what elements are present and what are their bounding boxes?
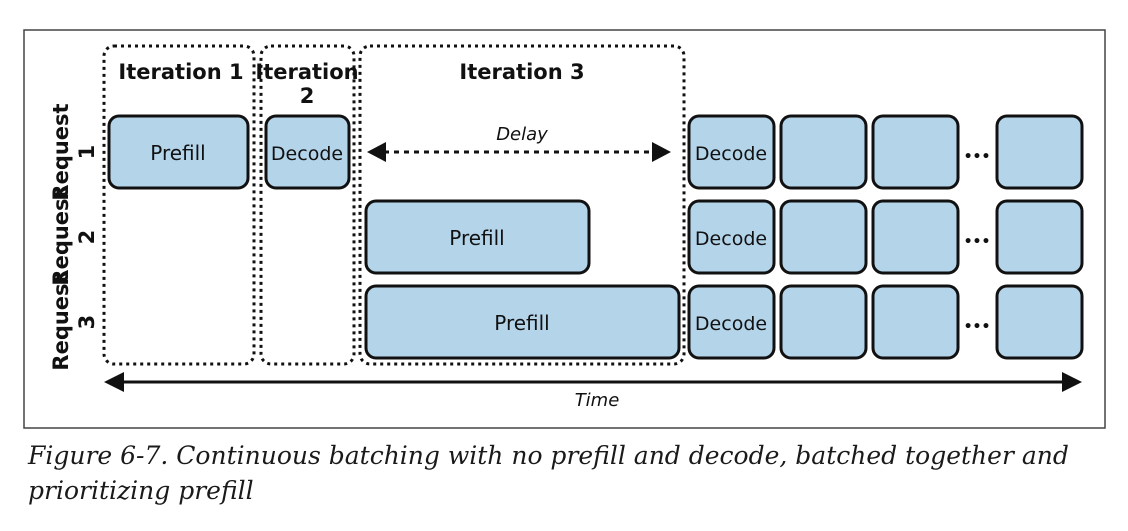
row3-decode-step-1-label: Decode (695, 313, 767, 335)
row3-decode-step-last (995, 284, 1084, 360)
row1-ellipsis: ••• (964, 149, 991, 165)
request-1-label-line1: Request (49, 103, 73, 200)
continuous-batching-diagram: Iteration 1 Iteration 2 Iteration 3 Requ… (23, 29, 1106, 429)
iteration-2-box (259, 44, 356, 366)
row1-decode-block (264, 114, 351, 190)
row1-decode-step-last (995, 114, 1084, 190)
row2-decode-step-1 (687, 199, 776, 275)
row1-decode-step-1-label: Decode (695, 143, 767, 165)
row1-decode-step-1 (687, 114, 776, 190)
iteration-2-label-line1: Iteration (255, 60, 358, 84)
request-3-label-line2: 3 (75, 315, 99, 330)
request-2-label-line2: 2 (75, 230, 99, 245)
row-label-request-3: Request 3 (49, 273, 99, 370)
row3-decode-step-2 (779, 284, 868, 360)
row-label-request-1: Request 1 (49, 103, 99, 200)
row-label-request-2: Request 2 (49, 188, 99, 285)
row3-prefill-block (364, 284, 681, 360)
row3-ellipsis: ••• (964, 319, 991, 335)
iteration-1-box (102, 44, 256, 366)
row3-decode-step-3 (871, 284, 960, 360)
row2-prefill-label: Prefill (449, 226, 505, 250)
row3-decode-step-1 (687, 284, 776, 360)
row3-prefill-label: Prefill (494, 311, 550, 335)
row2-decode-step-2 (779, 199, 868, 275)
row2-prefill-block (364, 199, 591, 275)
figure-caption: Figure 6-7. Continuous batching with no … (28, 441, 1069, 505)
row1-decode-step-3 (871, 114, 960, 190)
row2-decode-step-1-label: Decode (695, 228, 767, 250)
request-2-label-line1: Request (49, 188, 73, 285)
request-3-label-line1: Request (49, 273, 73, 370)
row2-decode-step-3 (871, 199, 960, 275)
row1-decode-step-2 (779, 114, 868, 190)
delay-arrow-right-head (652, 142, 671, 162)
delay-label: Delay (496, 124, 548, 145)
request-1-label-line2: 1 (75, 145, 99, 160)
iteration-3-box (358, 44, 686, 366)
row1-decode-label: Decode (271, 143, 343, 165)
row2-ellipsis: ••• (964, 234, 991, 250)
iteration-1-label: Iteration 1 (118, 60, 243, 84)
row1-prefill-label: Prefill (150, 141, 206, 165)
time-label: Time (575, 390, 620, 411)
delay-arrow-left-head (367, 142, 386, 162)
time-axis-right-head (1062, 372, 1082, 392)
row2-decode-step-last (995, 199, 1084, 275)
iteration-2-label-line2: 2 (300, 84, 315, 108)
iteration-3-label: Iteration 3 (459, 60, 584, 84)
row1-prefill-block (107, 114, 250, 190)
time-axis-left-head (104, 372, 124, 392)
diagram-frame (23, 29, 1106, 429)
